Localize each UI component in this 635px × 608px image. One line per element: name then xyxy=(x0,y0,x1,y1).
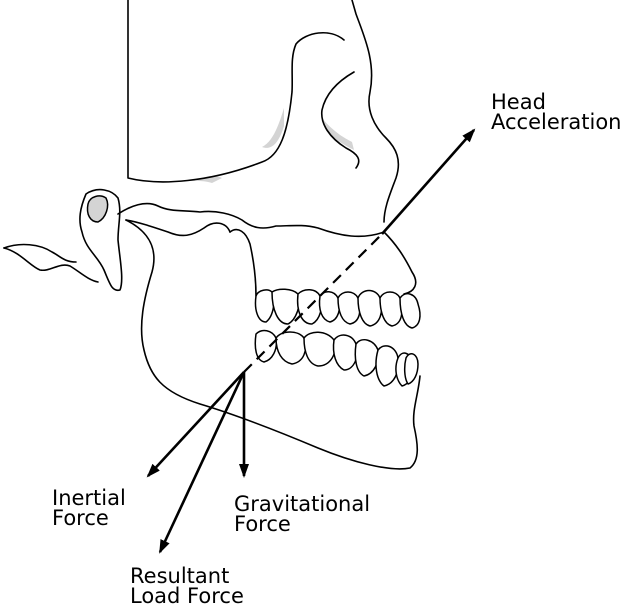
upper-canine xyxy=(358,291,382,327)
upper-molar-1 xyxy=(255,290,274,322)
upper-premolar-2 xyxy=(338,292,360,324)
upper-teeth xyxy=(255,289,420,328)
resultant-load-force-arrow xyxy=(160,372,244,552)
lower-molar-3 xyxy=(304,332,335,366)
lower-premolar-2 xyxy=(355,340,378,376)
maxilla-outline xyxy=(384,232,416,294)
lower-molar-2 xyxy=(276,332,306,364)
head-acceleration-label: Head Acceleration xyxy=(491,92,622,132)
resultant-load-force-label: Resultant Load Force xyxy=(130,566,244,606)
inertial-force-arrow xyxy=(148,372,244,476)
coronoid-process-outline xyxy=(230,230,256,296)
upper-incisor-2 xyxy=(400,294,420,328)
inertial-force-label: Inertial Force xyxy=(52,488,126,528)
lower-teeth xyxy=(255,331,418,386)
nasal-outline xyxy=(352,0,398,222)
upper-molar-2 xyxy=(272,289,299,324)
zygomatic-arch-outline xyxy=(118,204,384,237)
cranium-outline xyxy=(128,0,344,182)
lower-canine xyxy=(376,346,398,386)
lower-premolar-1 xyxy=(333,335,357,370)
orbit-outline xyxy=(322,72,359,168)
mastoid-outline xyxy=(4,248,98,282)
ear-opening xyxy=(87,196,107,222)
gravitational-force-label: Gravitational Force xyxy=(234,494,370,534)
upper-incisor-1 xyxy=(380,292,402,326)
upper-premolar-1 xyxy=(319,292,339,322)
orbit-shading xyxy=(322,118,354,150)
ramus-inner-outline xyxy=(126,220,230,235)
lower-incisor-2 xyxy=(405,354,418,384)
head-acceleration-arrow xyxy=(382,130,474,234)
